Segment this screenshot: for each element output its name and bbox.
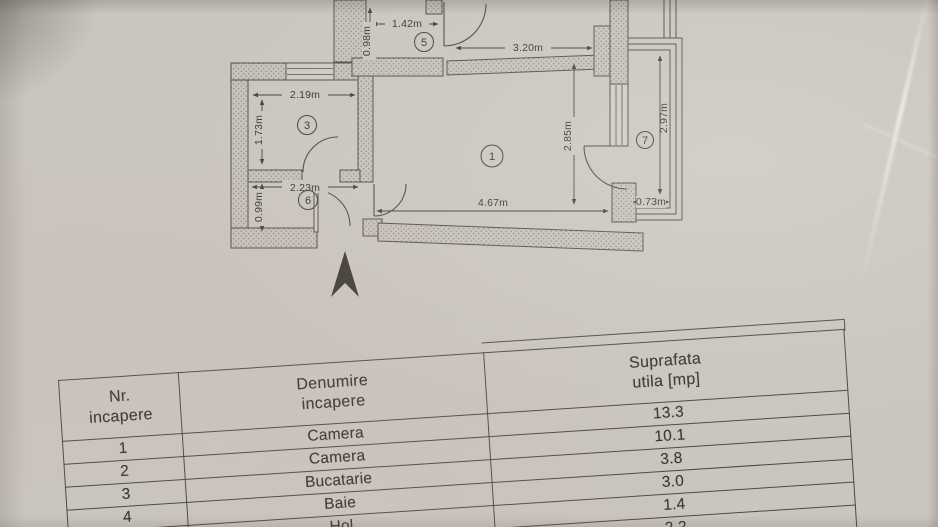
door-arc-room6 — [313, 189, 351, 227]
door-arc-entry — [443, 3, 487, 47]
dimension-label: 2.97m — [658, 103, 670, 133]
dimension-label: 1.73m — [253, 115, 265, 145]
dimension-label: 0.99m — [253, 192, 265, 222]
doors — [302, 2, 628, 227]
room-number: 7 — [642, 135, 648, 147]
dimension-label: 2.23m — [290, 182, 320, 194]
dimension-label: 2.19m — [290, 89, 320, 101]
wall-top-room1 — [446, 54, 601, 76]
room-number: 5 — [421, 37, 427, 49]
north-arrow-icon — [331, 251, 359, 297]
door-arc-room3 — [302, 136, 339, 173]
wall-bottom-left — [230, 227, 318, 249]
window-balcony — [609, 83, 629, 147]
dimension-label: 1.42m — [392, 18, 422, 30]
wall-room3-hall — [357, 62, 374, 183]
room-number-circle — [414, 32, 434, 52]
dimension-label: 3.20m — [513, 42, 543, 54]
room-number: 1 — [489, 151, 495, 163]
room-number-badges: 1 3 5 6 7 — [297, 32, 654, 210]
room-number: 6 — [305, 195, 311, 207]
wall-room5-bottom — [351, 57, 444, 77]
dimension-label-backgrounds — [256, 18, 666, 226]
window-top-left — [285, 62, 335, 81]
wall-room5-left — [333, 0, 367, 63]
room-number-circle — [480, 144, 504, 168]
wall-room3-room6-a — [247, 169, 303, 183]
wall-stub-entry — [425, 0, 443, 15]
room-number-circle — [297, 115, 317, 135]
room-number-circle — [636, 131, 654, 149]
dimension-labels: 1.42m 0.98m 3.20m 2.19m 1.73m 2.85m 2.97… — [253, 18, 670, 222]
door-arc-hall-room1 — [373, 183, 407, 217]
room-number-circle — [298, 190, 318, 210]
dimension-label: 0.98m — [361, 26, 373, 56]
dimension-label: 4.67m — [478, 197, 508, 209]
dimension-label: 0.73m — [636, 196, 666, 208]
wall-right-room1 — [609, 0, 629, 87]
wall-segments — [230, 0, 644, 252]
wall-left-exterior — [230, 62, 249, 249]
header-nr-incapere: Nr. incapere — [58, 372, 183, 442]
wall-room3-room6-b — [339, 169, 361, 183]
room-number: 3 — [304, 120, 310, 132]
wall-bottom-room1 — [377, 222, 644, 252]
dimension-label: 2.85m — [562, 121, 574, 151]
door-arc-balcony — [583, 145, 628, 190]
